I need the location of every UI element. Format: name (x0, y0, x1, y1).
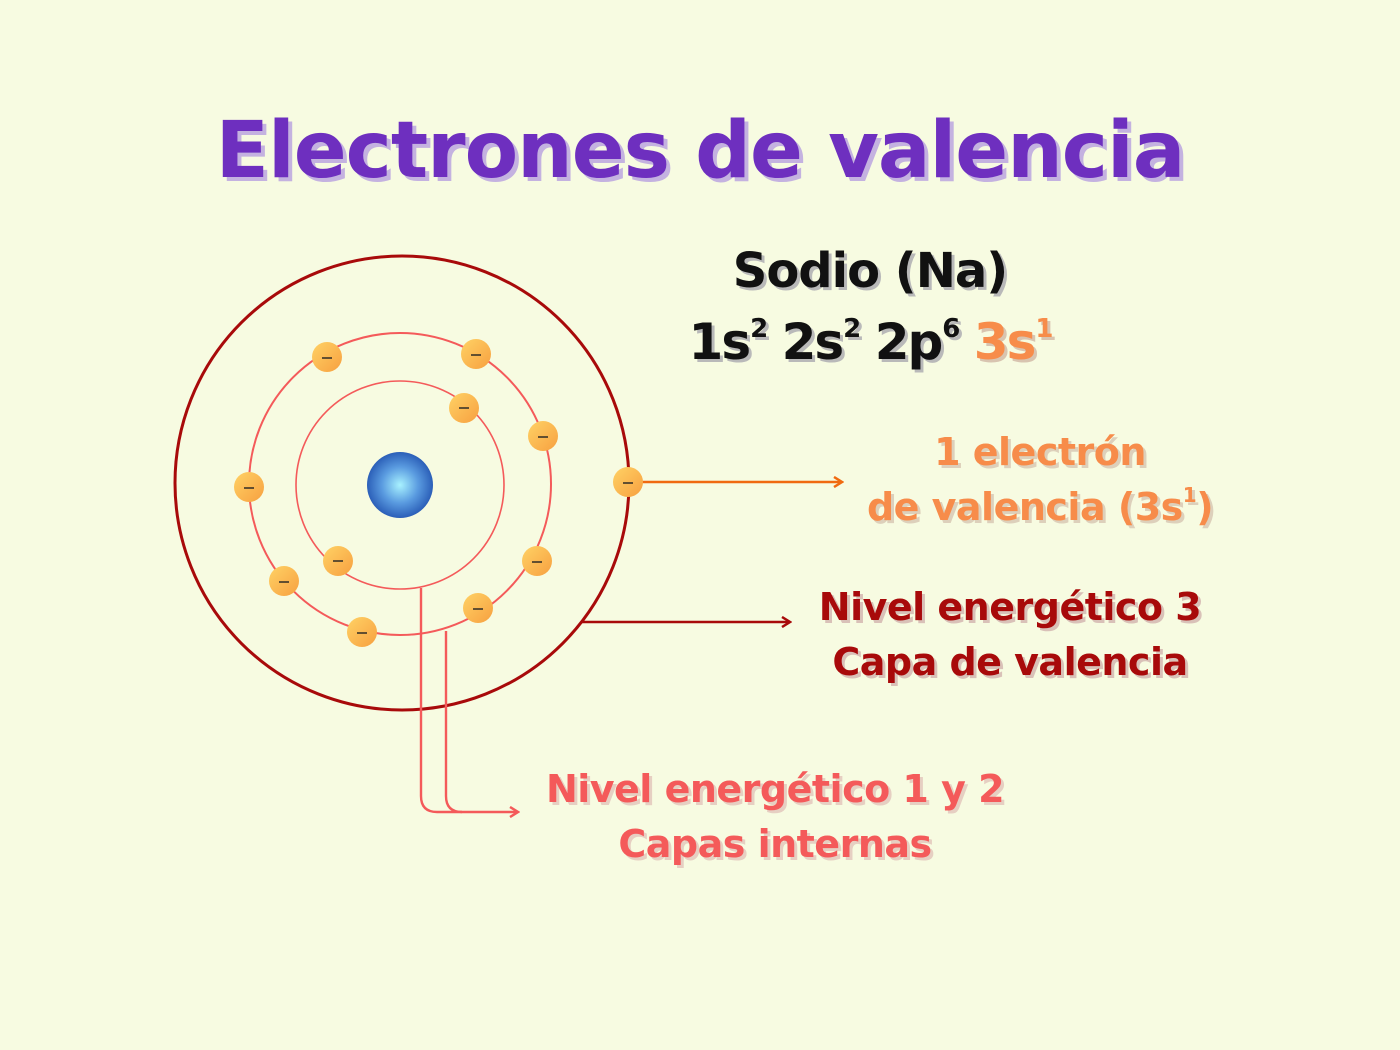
electron-shell-2 (461, 339, 491, 369)
inner-levels-label-line1: Nivel energético 1 y 2 (545, 767, 1005, 811)
inner-shells-connector-1 (419, 588, 518, 812)
inner-levels-label-line2: Capas internas (618, 822, 932, 866)
electron-shell-1 (449, 393, 479, 423)
electron-shell-2 (522, 546, 552, 576)
config-term-2p: 2p6 (874, 313, 961, 371)
electron-configuration: 1s2 2s2 2p6 3s1 (610, 313, 1130, 371)
electron-shell-2 (269, 566, 299, 596)
electron-shell-2 (312, 342, 342, 372)
config-term-2s: 2s2 (781, 313, 862, 371)
valence-electron-label-line1: 1 electrón (934, 430, 1146, 474)
valence-electron-label-line2: de valencia (3s1) (866, 483, 1214, 529)
electron-shell-1 (323, 546, 353, 576)
level3-label: Nivel energético 3 Capa de valencia (790, 580, 1230, 690)
valence-electron (613, 467, 643, 497)
electron-shell-2 (528, 421, 558, 451)
level3-label-line1: Nivel energético 3 (818, 585, 1202, 629)
config-term-1s: 1s2 (688, 313, 769, 371)
inner-levels-label: Nivel energético 1 y 2 Capas internas (520, 762, 1030, 872)
page-title: Electrones de valencia (215, 106, 1186, 196)
config-term-3s-valence: 3s1 (973, 313, 1054, 371)
shell-1-orbit (295, 380, 505, 590)
element-name: Sodio (Na) (732, 243, 1008, 299)
nucleus (367, 452, 433, 518)
electrons (234, 339, 643, 647)
inner-shells-connector-2 (444, 631, 463, 814)
electron-shell-2 (347, 617, 377, 647)
valence-electron-label: 1 electrón de valencia (3s1) (830, 425, 1250, 535)
electron-shell-2 (234, 472, 264, 502)
electron-shell-2 (463, 593, 493, 623)
level3-label-line2: Capa de valencia (832, 640, 1188, 684)
